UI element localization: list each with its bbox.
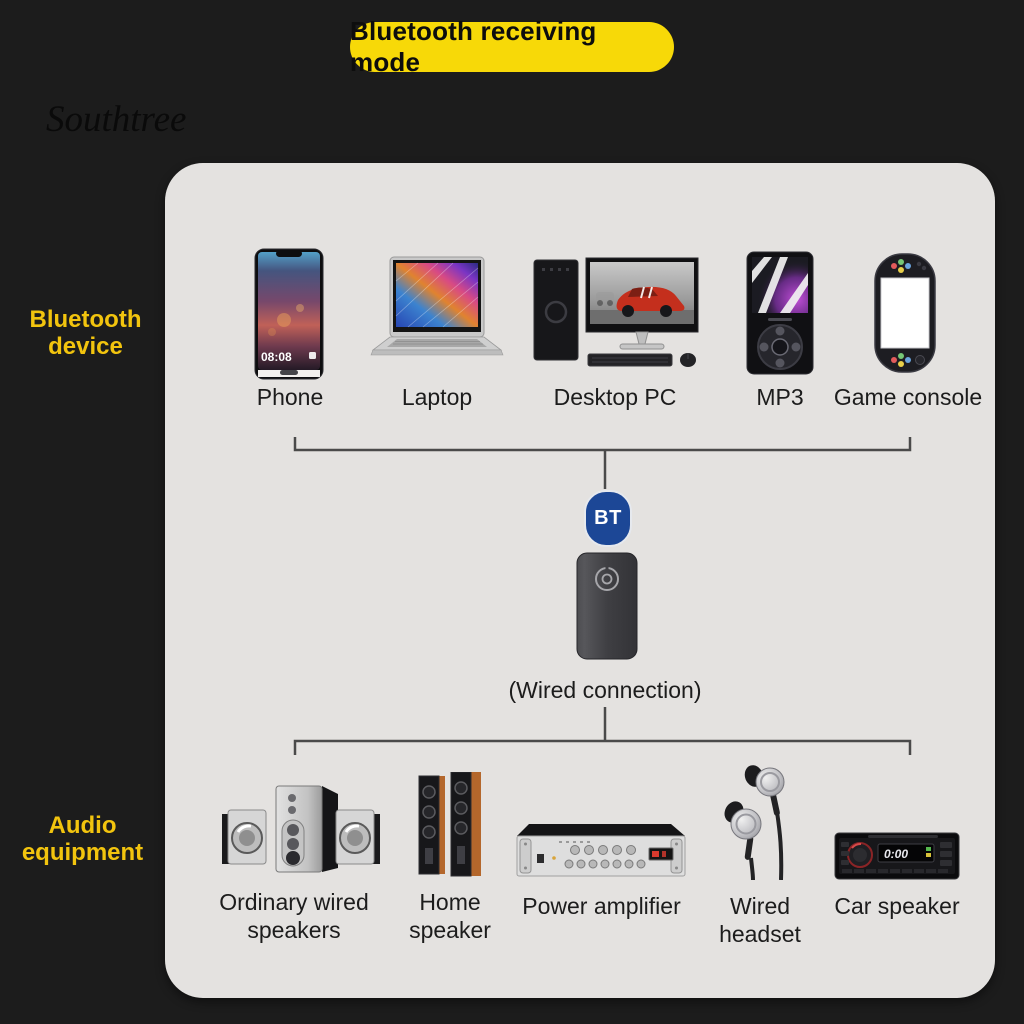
bt-badge: BT bbox=[584, 490, 632, 547]
wired-headset-image bbox=[722, 762, 796, 881]
power-amplifier-label: Power amplifier bbox=[522, 893, 681, 919]
ordinary-wired-speakers-image bbox=[220, 778, 382, 882]
bluetooth-device-section-label: Bluetooth device bbox=[29, 306, 142, 360]
power-ring-icon bbox=[595, 566, 619, 591]
wired-headset-label: Wired headset bbox=[719, 893, 801, 947]
phone-label: Phone bbox=[256, 384, 324, 410]
power-amplifier-image bbox=[513, 820, 689, 880]
bt-badge-label: BT bbox=[594, 507, 622, 529]
laptop-image bbox=[363, 256, 509, 360]
audio-equipment-section-label: Audio equipment bbox=[21, 812, 144, 866]
game-console-image bbox=[874, 253, 936, 373]
ordinary-wired-speakers-label: Ordinary wired speakers bbox=[219, 889, 369, 943]
phone-image: 08:08 bbox=[254, 248, 324, 380]
banner-pill: Bluetooth receiving mode bbox=[350, 16, 674, 77]
bluetooth-receiver-image bbox=[576, 552, 638, 660]
wired-connection-label: (Wired connection) bbox=[508, 677, 702, 703]
banner-label: Bluetooth receiving mode bbox=[350, 16, 597, 77]
car-stereo-display: 0:00 bbox=[884, 847, 908, 861]
car-speaker-label: Car speaker bbox=[834, 893, 960, 919]
watermark-text: Southtree bbox=[46, 99, 187, 140]
desktop-pc-image bbox=[532, 256, 700, 368]
desktop-pc-label: Desktop PC bbox=[553, 384, 677, 410]
mp3-label: MP3 bbox=[756, 384, 804, 410]
car-speaker-image: 0:00 bbox=[834, 832, 960, 880]
laptop-label: Laptop bbox=[401, 384, 473, 410]
mp3-player-image bbox=[746, 251, 814, 375]
home-speaker-label: Home speaker bbox=[409, 889, 491, 943]
home-speaker-image bbox=[417, 771, 483, 878]
game-console-label: Game console bbox=[833, 384, 983, 410]
phone-screen-time: 08:08 bbox=[261, 350, 292, 364]
